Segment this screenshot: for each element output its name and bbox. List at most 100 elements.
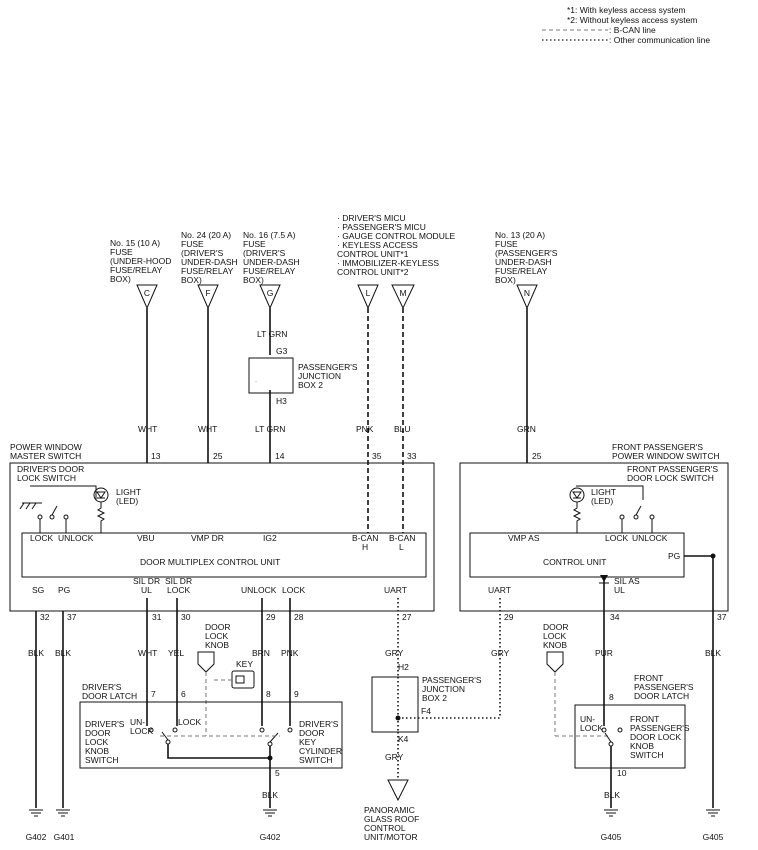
svg-text:GLASS ROOF: GLASS ROOF xyxy=(364,814,419,824)
svg-text:F: F xyxy=(205,288,210,298)
svg-text:PASSENGER'S: PASSENGER'S xyxy=(298,362,358,372)
svg-text:FUSE/RELAY: FUSE/RELAY xyxy=(495,266,548,276)
svg-text:SIL AS: SIL AS xyxy=(614,576,640,586)
svg-text:SIL DR: SIL DR xyxy=(133,576,160,586)
svg-text:L: L xyxy=(399,542,404,552)
svg-text:BOX): BOX) xyxy=(495,275,516,285)
svg-text:VMP DR: VMP DR xyxy=(191,533,224,543)
wire-color-l: PNK xyxy=(356,424,374,434)
svg-text:37: 37 xyxy=(67,612,77,622)
svg-text:(DRIVER'S: (DRIVER'S xyxy=(243,248,286,258)
passenger-door-lock-knob: DOOR LOCK KNOB xyxy=(543,622,608,737)
svg-text:SG: SG xyxy=(32,585,44,595)
pin-25-pass: 25 xyxy=(532,451,542,461)
svg-text:UL: UL xyxy=(141,585,152,595)
svg-text:10: 10 xyxy=(617,768,627,778)
svg-text:GRY: GRY xyxy=(491,648,510,658)
svg-text:7: 7 xyxy=(151,689,156,699)
connector-g: G xyxy=(259,284,281,310)
svg-text:G405: G405 xyxy=(601,832,622,842)
svg-text:LIGHT: LIGHT xyxy=(591,487,616,497)
svg-text:KNOB: KNOB xyxy=(630,741,654,751)
svg-text:JUNCTION: JUNCTION xyxy=(298,371,341,381)
svg-text:B-CAN: B-CAN xyxy=(352,533,378,543)
svg-text:29: 29 xyxy=(504,612,514,622)
svg-text:GRY: GRY xyxy=(385,752,404,762)
svg-text:BLK: BLK xyxy=(55,648,71,658)
svg-text:UNDER-DASH: UNDER-DASH xyxy=(181,257,238,267)
svg-text:(PASSENGER'S: (PASSENGER'S xyxy=(495,248,558,258)
svg-text:FUSE: FUSE xyxy=(243,239,266,249)
ground-g402-center: G402 xyxy=(260,809,281,842)
svg-text:KNOB: KNOB xyxy=(85,746,109,756)
legend-bcan: : B-CAN line xyxy=(609,25,656,35)
pin-g3: G3 xyxy=(276,346,288,356)
source-lm-label: · DRIVER'S MICU · PASSENGER'S MICU · GAU… xyxy=(337,213,456,277)
pin-35: 35 xyxy=(372,451,382,461)
pin-13: 13 xyxy=(151,451,161,461)
svg-text:VMP AS: VMP AS xyxy=(508,533,540,543)
svg-text:UN-: UN- xyxy=(580,714,595,724)
svg-text:30: 30 xyxy=(181,612,191,622)
pin-h3: H3 xyxy=(276,396,287,406)
svg-text:WHT: WHT xyxy=(138,648,157,658)
svg-text:FUSE/RELAY: FUSE/RELAY xyxy=(181,266,234,276)
svg-text:UART: UART xyxy=(488,585,511,595)
legend: *1: With keyless access system *2: Witho… xyxy=(542,5,710,45)
source-n-label: No. 13 (20 A) FUSE (PASSENGER'S UNDER-DA… xyxy=(495,230,558,285)
svg-text:POWER WINDOW: POWER WINDOW xyxy=(10,442,82,452)
pin-k4: K4 xyxy=(398,734,409,744)
door-multiplex-control-unit: DOOR MULTIPLEX CONTROL UNIT xyxy=(140,557,280,567)
svg-text:JUNCTION: JUNCTION xyxy=(422,684,465,694)
wire-color-m: BLU xyxy=(394,424,411,434)
svg-text:GRY: GRY xyxy=(385,648,404,658)
pin-h2: H2 xyxy=(398,662,409,672)
ground-g402-left: G402 xyxy=(26,809,47,842)
svg-text:G401: G401 xyxy=(54,832,75,842)
svg-text:· PASSENGER'S MICU: · PASSENGER'S MICU xyxy=(337,222,426,232)
svg-text:SIL DR: SIL DR xyxy=(165,576,192,586)
svg-text:BOX): BOX) xyxy=(181,275,202,285)
svg-text:8: 8 xyxy=(266,689,271,699)
svg-text:FUSE/RELAY: FUSE/RELAY xyxy=(110,265,163,275)
svg-text:CYLINDER: CYLINDER xyxy=(299,746,342,756)
connector-c: C xyxy=(136,284,158,310)
ground-g405-right: G405 xyxy=(703,809,724,842)
legend-note-2: *2: Without keyless access system xyxy=(567,15,697,25)
connector-triangle-down xyxy=(387,779,409,802)
svg-text:C: C xyxy=(144,288,150,298)
connector-n: N xyxy=(516,284,538,310)
svg-text:DOOR: DOOR xyxy=(543,622,569,632)
svg-text:· IMMOBILIZER-KEYLESS: · IMMOBILIZER-KEYLESS xyxy=(337,258,439,268)
svg-text:G: G xyxy=(267,288,274,298)
wire-color-c: WHT xyxy=(138,424,157,434)
svg-text:(LED): (LED) xyxy=(116,496,138,506)
svg-text:G405: G405 xyxy=(703,832,724,842)
source-g-label: No. 16 (7.5 A) FUSE (DRIVER'S UNDER-DASH… xyxy=(243,230,300,285)
source-c-label: No. 15 (10 A) FUSE (UNDER-HOOD FUSE/RELA… xyxy=(110,238,171,284)
svg-text:FUSE/RELAY: FUSE/RELAY xyxy=(243,266,296,276)
svg-text:DRIVER'S: DRIVER'S xyxy=(299,719,339,729)
legend-note-1: *1: With keyless access system xyxy=(567,5,686,15)
svg-text:DOOR LATCH: DOOR LATCH xyxy=(82,691,137,701)
passengers-junction-box-top: LT GRN G3 · PASSENGER'S JUNCTION BOX 2 H… xyxy=(248,329,358,406)
ground-g405-left: G405 xyxy=(601,809,622,842)
wire-color-g-upper: LT GRN xyxy=(257,329,287,339)
svg-text:N: N xyxy=(524,288,530,298)
svg-text:H: H xyxy=(362,542,368,552)
svg-text:SWITCH: SWITCH xyxy=(299,755,333,765)
svg-text:DOOR LOCK: DOOR LOCK xyxy=(630,732,681,742)
wire-color-g: LT GRN xyxy=(255,424,285,434)
pin-f4: F4 xyxy=(421,706,431,716)
svg-text:BLK: BLK xyxy=(262,790,278,800)
svg-text:PG: PG xyxy=(668,551,680,561)
power-window-master-switch: POWER WINDOW MASTER SWITCH DRIVER'S DOOR… xyxy=(9,442,435,612)
svg-text:(LED): (LED) xyxy=(591,496,613,506)
svg-text:6: 6 xyxy=(181,689,186,699)
drivers-door-latch: DRIVER'S DOOR LATCH 7 6 8 9 DRIVER'S DOO… xyxy=(79,682,343,808)
led-icon xyxy=(569,487,585,503)
pin-33: 33 xyxy=(407,451,417,461)
pin-14: 14 xyxy=(275,451,285,461)
svg-text:No. 24 (20 A): No. 24 (20 A) xyxy=(181,230,231,240)
svg-text:BLK: BLK xyxy=(705,648,721,658)
